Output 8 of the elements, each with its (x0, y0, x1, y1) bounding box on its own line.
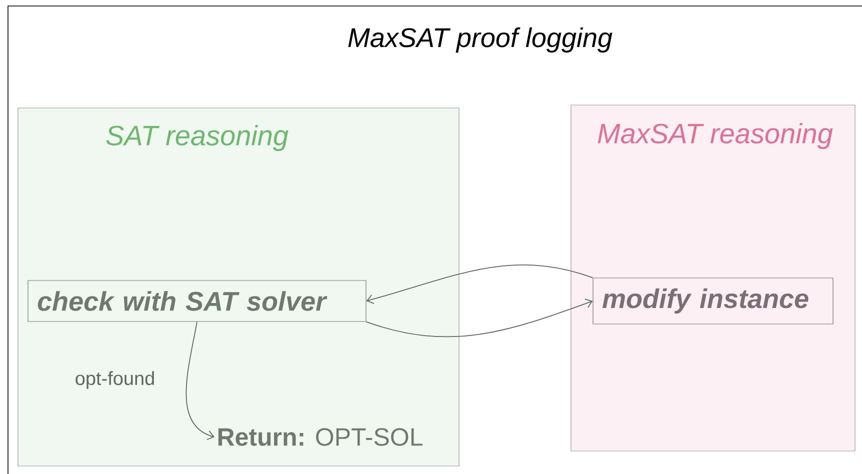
arrow (366, 264, 594, 304)
arrow (186, 321, 215, 440)
result-text: Return: OPT-SOL (218, 428, 422, 446)
process-box: modify instance (592, 278, 834, 324)
process-box: check with SAT solver (28, 280, 366, 322)
title: MaxSAT proof logging (348, 27, 612, 53)
arrow (366, 298, 593, 338)
edge-label: opt-found (76, 371, 154, 389)
